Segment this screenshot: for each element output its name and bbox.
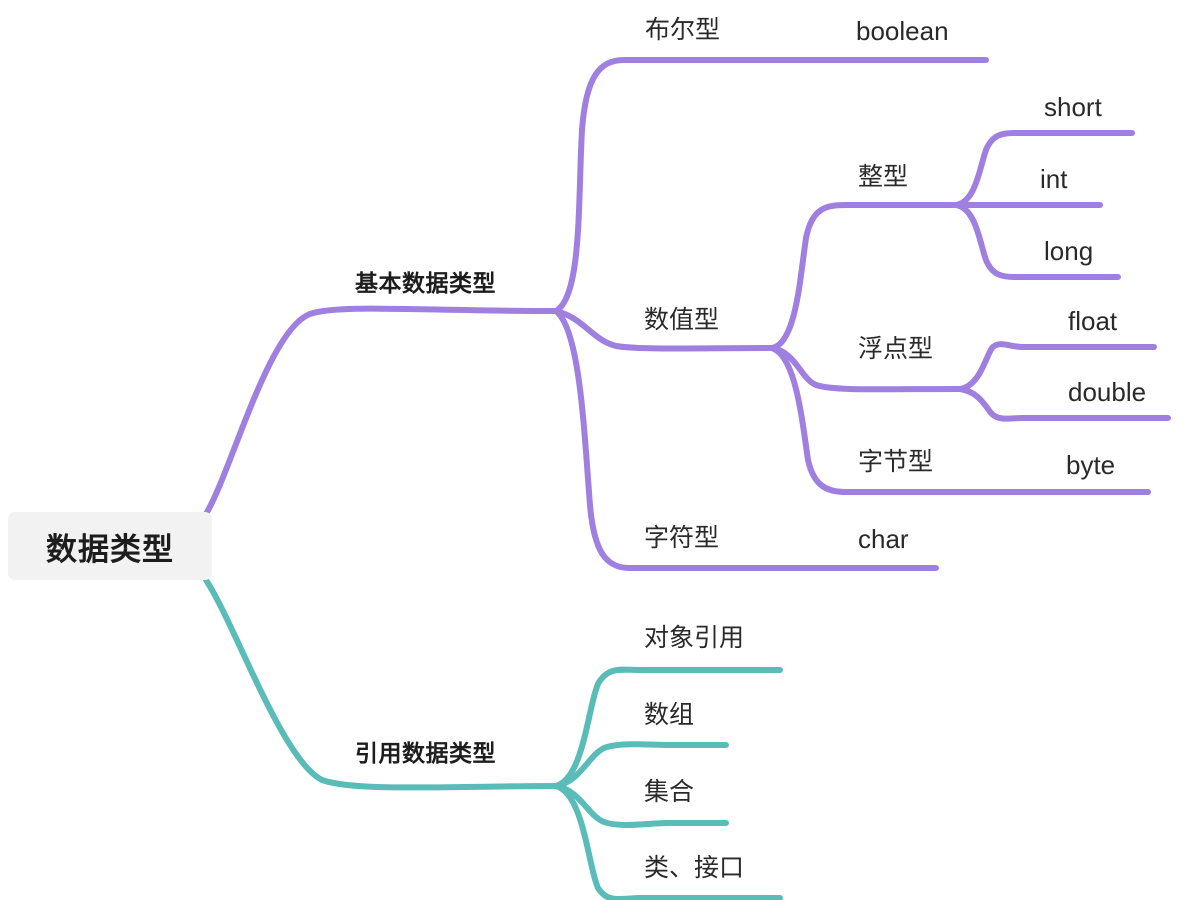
root-node-label: 数据类型 [46,531,174,567]
node-short[interactable]: short [1044,92,1102,122]
node-boolean-en[interactable]: boolean [856,16,949,46]
edge-reference-to-array [553,741,729,789]
node-char[interactable]: char [858,524,909,554]
node-array[interactable]: 数组 [644,701,695,729]
edge-numeric-to-integer [769,202,959,351]
edge-integer-to-long [953,202,1121,280]
node-integer-cn[interactable]: 整型 [858,163,909,191]
node-double[interactable]: double [1068,377,1147,407]
node-int[interactable]: int [1040,164,1068,194]
node-boolean-cn[interactable]: 布尔型 [645,16,721,44]
node-char-cn[interactable]: 字符型 [644,524,720,552]
node-long[interactable]: long [1044,236,1094,266]
node-float-cn[interactable]: 浮点型 [858,335,934,363]
node-reference-data-type[interactable]: 引用数据类型 [355,740,496,766]
node-byte[interactable]: byte [1066,450,1116,480]
node-object-reference[interactable]: 对象引用 [644,624,745,652]
node-byte-cn[interactable]: 字节型 [858,448,934,476]
node-class-interface[interactable]: 类、接口 [644,854,745,882]
edge-reference-to-collection [553,783,729,828]
edge-root-to-primitive [203,305,559,517]
node-numeric-cn[interactable]: 数值型 [644,306,720,334]
edge-primitive-to-boolean [553,57,989,314]
root-node[interactable]: 数据类型 [8,512,212,580]
node-primitive-data-type[interactable]: 基本数据类型 [355,270,496,296]
node-float[interactable]: float [1068,306,1118,336]
node-collection[interactable]: 集合 [644,778,695,806]
